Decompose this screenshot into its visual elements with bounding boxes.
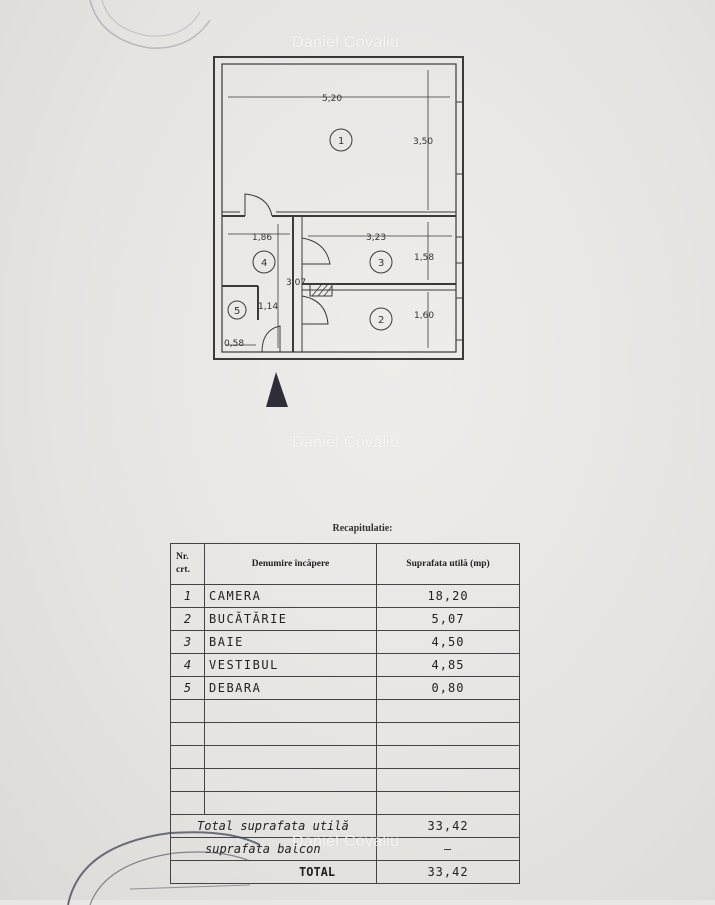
table-row-empty [170,722,520,746]
dim-label: 5,20 [322,94,342,104]
row-name: VESTIBUL [204,653,377,677]
floor-plan: 5,20 3,50 1,86 3,23 1,58 1,60 3,07 1,14 … [213,56,464,407]
table-row: 5 DEBARA 0,80 [170,676,520,700]
table-row: 4 VESTIBUL 4,85 [170,653,520,677]
official-stamp [67,831,260,905]
table-row-empty [170,699,520,723]
row-nr: 3 [170,630,205,654]
recap-table: Nr. crt. Denumire încăpere Suprafata uti… [170,543,520,884]
recap-title: Recapitulatie: [332,523,393,534]
dim-label: 3,50 [413,137,433,147]
grand-total-row: TOTAL 33,42 [170,860,520,884]
row-area: 4,50 [376,630,520,654]
table-row: 1 CAMERA 18,20 [170,584,520,608]
dim-label: 1,86 [252,233,272,243]
row-name: DEBARA [204,676,377,700]
entrance-arrow-icon [266,372,288,407]
table-header-row: Nr. crt. Denumire încăpere Suprafata uti… [170,543,520,585]
total-row: Total suprafata utilă 33,42 [170,814,520,838]
row-nr: 5 [170,676,205,700]
dim-label: 1,14 [258,302,278,312]
room-number: 4 [261,258,267,269]
stamp-top [89,0,211,49]
dim-label: 1,58 [414,253,434,263]
watermark: Daniel Covaliu [292,833,400,850]
room-number: 3 [378,258,384,269]
row-name: CAMERA [204,584,377,608]
table-row-empty [170,745,520,769]
row-name: BAIE [204,630,377,654]
room-number: 2 [378,315,384,326]
balcon-row: suprafata balcon — [170,837,520,861]
row-area: 5,07 [376,607,520,631]
dim-label: 3,23 [366,233,386,243]
room-number: 5 [234,306,240,317]
total-label: Total suprafata utilă [170,814,377,838]
row-area: 0,80 [376,676,520,700]
watermark: Daniel Covaliu [292,434,400,451]
table-row: 2 BUCĂTĂRIE 5,07 [170,607,520,631]
watermark: Daniel Covaliu [292,34,400,51]
dim-label: 0,58 [224,339,244,349]
balcon-label: suprafata balcon [170,837,377,861]
row-nr: 4 [170,653,205,677]
room-number: 1 [338,136,344,147]
grand-total-label: TOTAL [170,860,377,884]
dim-label: 1,60 [414,311,434,321]
row-nr: 2 [170,607,205,631]
row-area: 4,85 [376,653,520,677]
table-row-empty [170,768,520,792]
row-nr: 1 [170,584,205,608]
table-row: 3 BAIE 4,50 [170,630,520,654]
header-name: Denumire încăpere [204,543,377,585]
header-nr: Nr. crt. [170,543,205,585]
table-row-empty [170,791,520,815]
dim-label: 3,07 [286,278,306,288]
row-area: 18,20 [376,584,520,608]
grand-total-value: 33,42 [376,860,520,884]
header-area: Suprafata utilă (mp) [376,543,520,585]
row-name: BUCĂTĂRIE [204,607,377,631]
